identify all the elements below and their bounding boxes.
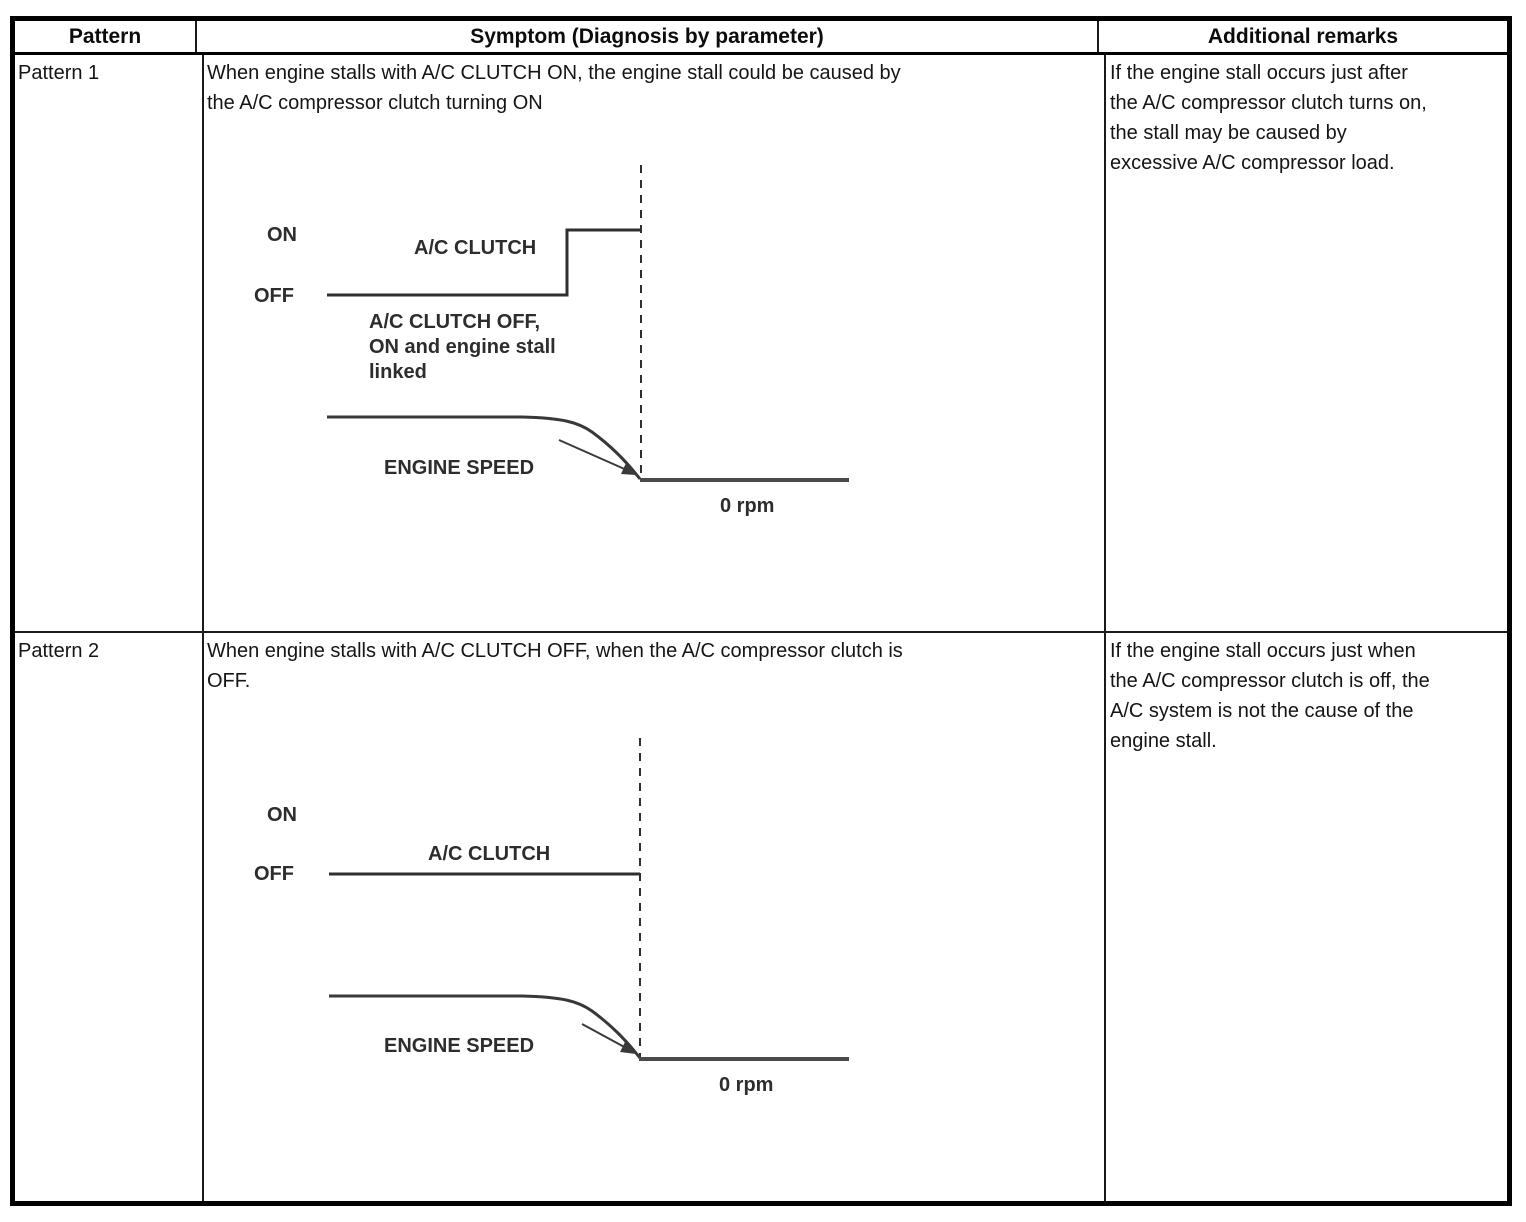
table-row-pattern-1: Pattern 1 When engine stalls with A/C CL… — [15, 55, 1507, 633]
header-additional-remarks: Additional remarks — [1207, 24, 1399, 48]
table-header-row: Pattern Symptom (Diagnosis by parameter)… — [15, 21, 1507, 55]
stall-arrow — [558, 439, 630, 472]
zero-rpm-label: 0 rpm — [720, 495, 775, 517]
ac-clutch-label: A/C CLUTCH — [428, 843, 551, 865]
pattern-1-label: Pattern 1 — [15, 55, 204, 631]
off-label: OFF — [254, 863, 294, 885]
on-label: ON — [267, 224, 297, 246]
off-label: OFF — [254, 285, 294, 307]
pattern-2-waveform-svg — [329, 738, 849, 1061]
stall-arrow-head — [621, 463, 637, 475]
engine-speed-label: ENGINE SPEED — [384, 1035, 535, 1057]
stall-arrow — [581, 1023, 629, 1050]
table-row-pattern-2: Pattern 2 When engine stalls with A/C CL… — [15, 633, 1507, 1201]
pattern-1-remarks-cell: If the engine stall occurs just after th… — [1106, 55, 1507, 631]
pattern-1-waveform-svg — [327, 165, 849, 482]
header-symptom: Symptom (Diagnosis by parameter) — [197, 21, 1099, 52]
pattern-2-symptom-text: When engine stalls with A/C CLUTCH OFF, … — [207, 640, 903, 692]
pattern-1-symptom-text: When engine stalls with A/C CLUTCH ON, t… — [207, 62, 901, 114]
pattern-2-remarks-cell: If the engine stall occurs just when the… — [1106, 633, 1507, 1201]
ac-clutch-trace — [327, 228, 641, 297]
ac-clutch-label: A/C CLUTCH — [414, 237, 537, 259]
engine-speed-trace — [327, 415, 642, 480]
pattern-2-label: Pattern 2 — [15, 633, 204, 1201]
on-label: ON — [267, 804, 297, 826]
zero-rpm-label: 0 rpm — [719, 1074, 774, 1096]
pattern-2-remarks-text: If the engine stall occurs just when the… — [1110, 640, 1430, 752]
engine-speed-trace — [329, 994, 642, 1059]
pattern-1-symptom-cell: When engine stalls with A/C CLUTCH ON, t… — [204, 55, 1106, 631]
pattern-1-waveform-diagram: ON OFF A/C CLUTCH A/C CLUTCH OFF, ON and… — [204, 55, 1104, 631]
header-pattern: Pattern — [15, 21, 197, 52]
diagnosis-table: Pattern Symptom (Diagnosis by parameter)… — [10, 16, 1512, 1206]
engine-speed-label: ENGINE SPEED — [384, 457, 535, 479]
pattern-1-remarks-text: If the engine stall occurs just after th… — [1110, 62, 1427, 174]
stall-arrow-head — [620, 1042, 636, 1054]
clutch-stall-linked-note: A/C CLUTCH OFF, ON and engine stall link… — [369, 311, 556, 383]
pattern-2-waveform-diagram: ON OFF A/C CLUTCH ENGINE SPEED 0 rpm — [204, 633, 1104, 1201]
pattern-2-symptom-cell: When engine stalls with A/C CLUTCH OFF, … — [204, 633, 1106, 1201]
